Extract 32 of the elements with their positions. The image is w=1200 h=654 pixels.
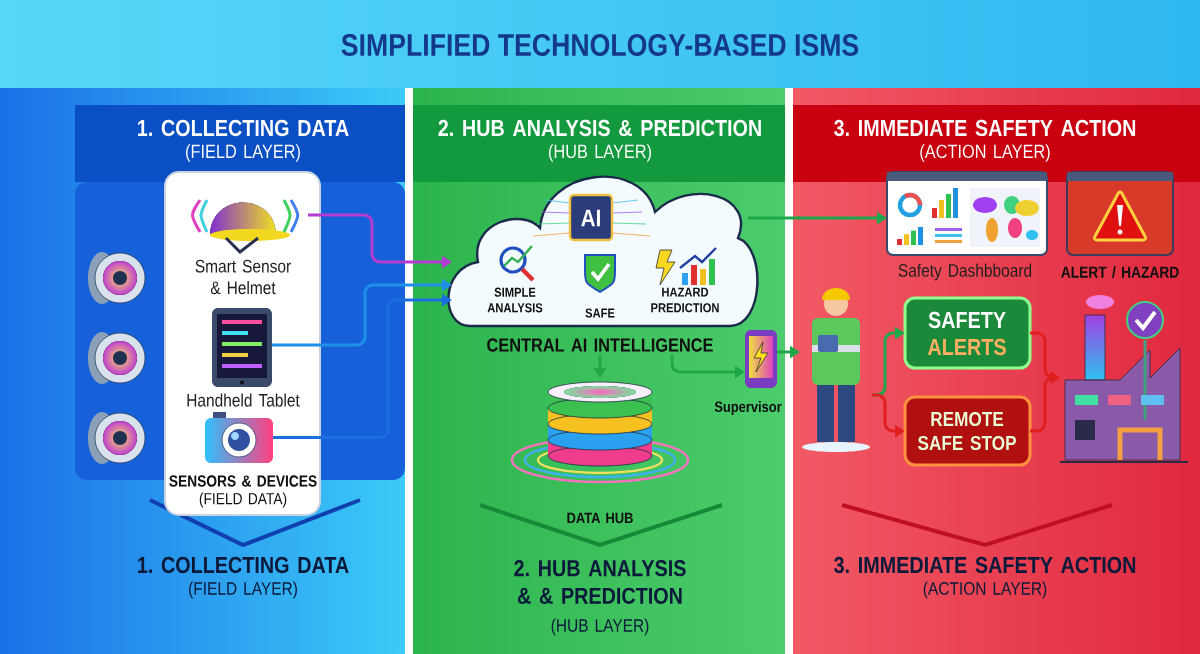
footer-heading: 3. IMMEDIATE SAFETY ACTION: [834, 556, 1136, 574]
cloud-caption: CENTRAL AI INTELLIGENCE: [487, 338, 713, 352]
device-label: Handheld Tablet: [187, 393, 300, 407]
page-title: SIMPLIFIED TECHNOLOGY-BASED ISMS: [341, 34, 859, 56]
device-label: Smart Sensor & Helmet: [195, 259, 291, 295]
panel-subheading: (FIELD LAYER): [186, 144, 300, 162]
chip-label: AI: [581, 209, 600, 227]
panel-heading: 2. HUB ANALYSIS & PREDICTION: [438, 119, 761, 137]
factory-drawing: [1059, 295, 1189, 463]
panel-subheading: (ACTION LAYER): [920, 144, 1050, 162]
footer-heading: 2. HUB ANALYSIS & & PREDICTION: [514, 560, 686, 604]
footer-subheading: (HUB LAYER): [551, 618, 649, 636]
feature-label: SAFE: [585, 308, 615, 318]
panel-heading: 3. IMMEDIATE SAFETY ACTION: [834, 119, 1136, 137]
footer-heading: 1. COLLECTING DATA: [138, 556, 349, 574]
button-label: SAFETY: [928, 311, 1006, 329]
database-caption: DATA HUB: [567, 512, 633, 524]
feature-label: HAZARD PREDICTION: [651, 287, 719, 313]
card-heading: SENSORS & DEVICES: [169, 475, 317, 487]
panel-heading: 1. COLLECTING DATA: [138, 119, 349, 137]
phone-caption: Supervisor: [714, 401, 782, 415]
worker-drawing: [802, 288, 870, 452]
button-label: ALERTS: [927, 338, 1006, 356]
window-caption: ALERT / HAZARD: [1061, 266, 1179, 278]
card-subheading: (FIELD DATA): [199, 492, 287, 508]
panel-subheading: (HUB LAYER): [548, 144, 652, 162]
footer-subheading: (ACTION LAYER): [923, 581, 1047, 599]
camera-drawing: [205, 412, 273, 463]
footer-subheading: (FIELD LAYER): [189, 581, 297, 599]
button-label: REMOTE SAFE STOP: [918, 411, 1016, 451]
window-caption: Safety Dashbboard: [898, 263, 1032, 281]
feature-label: SIMPLE ANALYSIS: [487, 287, 543, 313]
